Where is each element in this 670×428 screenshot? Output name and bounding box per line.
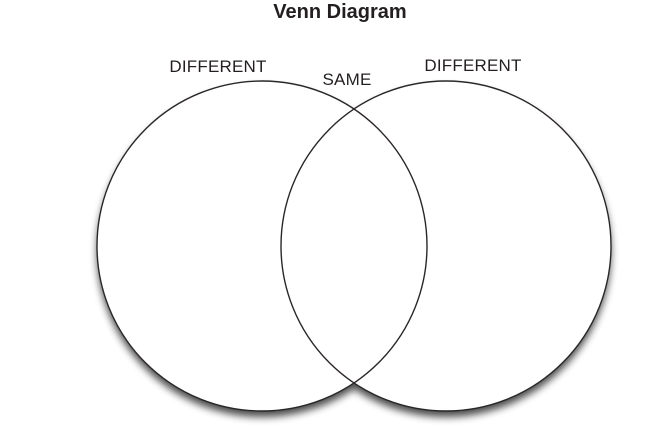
diagram-title: Venn Diagram	[273, 1, 407, 23]
right-circle	[280, 80, 612, 412]
left-circle	[96, 80, 428, 412]
left-circle-label: DIFFERENT	[169, 57, 267, 76]
right-circle-fill	[281, 81, 611, 411]
right-circle-label: DIFFERENT	[424, 56, 522, 75]
intersection-label: SAME	[322, 70, 372, 89]
